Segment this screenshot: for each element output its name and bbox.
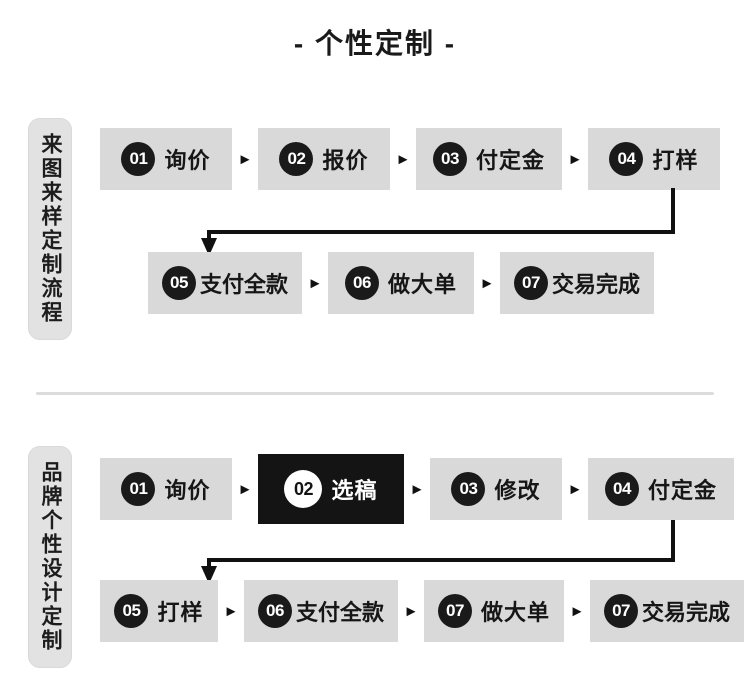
- section-custom-by-sample: 来图来样定制流程 01 询价 ► 02 报价 ► 03 付定金 ► 04 打样: [0, 112, 750, 352]
- step-label: 打样: [157, 600, 204, 625]
- section-brand-custom-design: 品牌个性设计定制 01 询价 ► 02 选稿 ► 03 修改 ► 04 付定金: [0, 440, 750, 678]
- step-number-badge: 04: [604, 472, 639, 506]
- flow-connector-2: [195, 520, 685, 586]
- arrow-right-icon: ►: [409, 480, 425, 498]
- flow-row-2-bottom: 05 打样 ► 06 支付全款 ► 07 做大单 ► 07 交易完成: [100, 580, 745, 642]
- step-box-s2-05[interactable]: 05 打样: [100, 580, 218, 642]
- step-number-badge: 02: [279, 142, 314, 176]
- step-number-badge: 01: [121, 142, 156, 176]
- step-number-badge: 05: [114, 594, 149, 628]
- step-box-s1-02[interactable]: 02 报价: [258, 128, 390, 190]
- step-label: 付定金: [647, 478, 717, 503]
- arrow-right-icon: ►: [307, 274, 323, 292]
- arrow-right-icon: ►: [237, 150, 253, 168]
- step-number-badge: 03: [451, 472, 486, 506]
- section-divider: [36, 392, 714, 395]
- step-box-s2-08[interactable]: 07 交易完成: [590, 580, 745, 642]
- arrow-right-icon: ►: [567, 150, 583, 168]
- flow-row-1-bottom: 05 支付全款 ► 06 做大单 ► 07 交易完成: [148, 252, 655, 314]
- step-box-s1-01[interactable]: 01 询价: [100, 128, 232, 190]
- step-box-s2-06[interactable]: 06 支付全款: [244, 580, 399, 642]
- arrow-right-icon: ►: [403, 602, 419, 620]
- step-number-badge: 06: [258, 594, 292, 628]
- step-number-badge: 07: [604, 594, 639, 628]
- flow-connector-1: [195, 188, 685, 258]
- step-number-badge: 01: [121, 472, 156, 506]
- step-label: 询价: [164, 148, 211, 173]
- step-box-s1-04[interactable]: 04 打样: [588, 128, 720, 190]
- flow-row-1-top: 01 询价 ► 02 报价 ► 03 付定金 ► 04 打样: [100, 128, 720, 190]
- arrow-right-icon: ►: [569, 602, 585, 620]
- step-box-s2-02-selected[interactable]: 02 选稿: [258, 454, 404, 524]
- step-box-s1-06[interactable]: 06 做大单: [328, 252, 475, 314]
- step-label: 打样: [652, 148, 699, 173]
- step-box-s2-01[interactable]: 01 询价: [100, 458, 232, 520]
- step-box-s1-05[interactable]: 05 支付全款: [148, 252, 303, 314]
- section-label-tab-2: 品牌个性设计定制: [28, 446, 72, 668]
- step-number-badge: 02: [284, 470, 323, 508]
- step-label: 支付全款: [296, 600, 385, 625]
- step-label: 付定金: [475, 148, 545, 173]
- step-number-badge: 03: [432, 142, 467, 176]
- step-label: 报价: [322, 148, 369, 173]
- step-label: 修改: [494, 478, 541, 503]
- step-label: 支付全款: [200, 272, 289, 297]
- step-box-s2-03[interactable]: 03 修改: [430, 458, 562, 520]
- step-box-s1-03[interactable]: 03 付定金: [416, 128, 562, 190]
- arrow-right-icon: ►: [237, 480, 253, 498]
- section-label-text-2: 品牌个性设计定制: [39, 461, 62, 653]
- step-number-badge: 06: [345, 266, 379, 300]
- section-label-text-1: 来图来样定制流程: [39, 133, 62, 325]
- flow-row-2-top: 01 询价 ► 02 选稿 ► 03 修改 ► 04 付定金: [100, 454, 734, 524]
- step-number-badge: 07: [438, 594, 473, 628]
- page-title: - 个性定制 -: [293, 28, 457, 59]
- step-label: 交易完成: [552, 272, 641, 297]
- arrow-right-icon: ►: [395, 150, 411, 168]
- step-number-badge: 05: [162, 266, 196, 300]
- step-label: 选稿: [331, 478, 378, 503]
- step-label: 做大单: [388, 272, 458, 297]
- step-label: 做大单: [481, 600, 551, 625]
- step-box-s2-07[interactable]: 07 做大单: [424, 580, 565, 642]
- section-label-tab-1: 来图来样定制流程: [28, 118, 72, 340]
- step-label: 交易完成: [642, 600, 731, 625]
- arrow-right-icon: ►: [479, 274, 495, 292]
- arrow-right-icon: ►: [223, 602, 239, 620]
- arrow-right-icon: ►: [567, 480, 583, 498]
- step-number-badge: 04: [609, 142, 644, 176]
- step-box-s2-04[interactable]: 04 付定金: [588, 458, 734, 520]
- step-number-badge: 07: [514, 266, 549, 300]
- step-box-s1-07[interactable]: 07 交易完成: [500, 252, 655, 314]
- step-label: 询价: [164, 478, 211, 503]
